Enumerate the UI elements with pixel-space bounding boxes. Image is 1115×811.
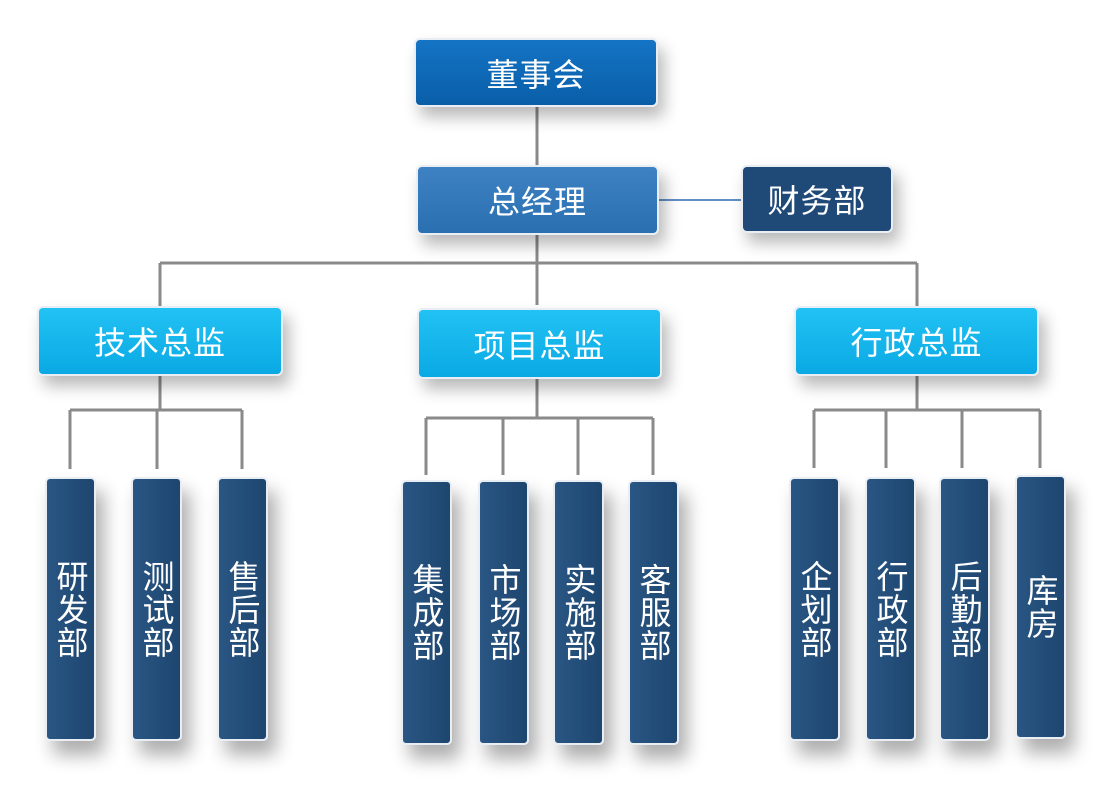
dept-tech-3: 售后部	[217, 477, 268, 741]
finance-node: 财务部	[741, 165, 893, 233]
dept-project-2: 市场部	[478, 480, 529, 745]
dept-admin-3: 后勤部	[939, 477, 990, 741]
dept-tech-2: 测试部	[131, 477, 182, 741]
tech-director-node: 技术总监	[37, 306, 283, 376]
dept-tech-1: 研发部	[45, 477, 96, 741]
general-manager-node: 总经理	[416, 165, 659, 235]
dept-admin-2: 行政部	[865, 477, 916, 741]
project-director-node: 项目总监	[417, 308, 662, 379]
dept-project-3: 实施部	[553, 480, 604, 745]
admin-director-node: 行政总监	[794, 306, 1039, 376]
dept-project-4: 客服部	[628, 480, 679, 745]
dept-project-1: 集成部	[401, 480, 452, 745]
dept-admin-1: 企划部	[789, 477, 840, 741]
board-node: 董事会	[414, 38, 658, 107]
dept-admin-4: 库房	[1015, 475, 1066, 739]
